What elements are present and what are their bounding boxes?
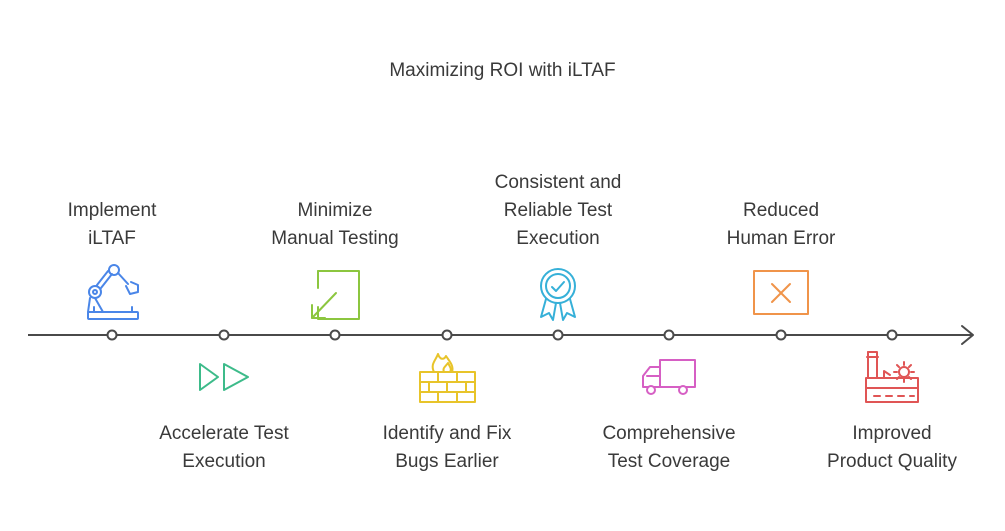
factory-icon bbox=[865, 351, 919, 403]
robotic-arm-icon bbox=[87, 264, 139, 320]
step-8-line-2: Product Quality bbox=[827, 451, 957, 472]
marker-3 bbox=[329, 329, 341, 341]
step-4-label: Identify and Fix Bugs Earlier bbox=[352, 420, 542, 476]
step-8-line-1: Improved bbox=[852, 423, 932, 444]
step-3-line-2: Manual Testing bbox=[271, 228, 399, 249]
marker-2 bbox=[218, 329, 230, 341]
step-4-line-1: Identify and Fix bbox=[382, 423, 512, 444]
step-1-line-2: iLTAF bbox=[88, 228, 136, 249]
step-3-label: Minimize Manual Testing bbox=[240, 197, 430, 253]
step-6-line-2: Test Coverage bbox=[607, 451, 731, 472]
step-5-line-2: Reliable Test bbox=[503, 200, 613, 221]
step-3-line-1: Minimize bbox=[297, 200, 373, 221]
minimize-arrow-icon bbox=[311, 270, 360, 320]
step-4-line-2: Bugs Earlier bbox=[395, 451, 499, 472]
marker-4 bbox=[441, 329, 453, 341]
marker-7 bbox=[775, 329, 787, 341]
fast-forward-icon bbox=[199, 363, 249, 391]
step-7-line-2: Human Error bbox=[726, 228, 836, 249]
step-2-label: Accelerate Test Execution bbox=[129, 420, 319, 476]
step-5-line-1: Consistent and bbox=[494, 172, 622, 193]
timeline-arrowhead bbox=[961, 325, 974, 345]
step-1-line-1: Implement bbox=[67, 200, 157, 221]
step-6-line-1: Comprehensive bbox=[602, 423, 736, 444]
verified-badge-icon bbox=[540, 268, 576, 321]
step-5-line-3: Execution bbox=[516, 228, 600, 249]
timeline-markers bbox=[106, 329, 898, 341]
delivery-truck-icon bbox=[642, 359, 696, 395]
marker-8 bbox=[886, 329, 898, 341]
marker-5 bbox=[552, 329, 564, 341]
step-5-label: Consistent and Reliable Test Execution bbox=[463, 169, 653, 253]
marker-6 bbox=[663, 329, 675, 341]
step-8-label: Improved Product Quality bbox=[797, 420, 987, 476]
step-7-line-1: Reduced bbox=[742, 200, 820, 221]
step-2-line-2: Execution bbox=[182, 451, 266, 472]
marker-1 bbox=[106, 329, 118, 341]
step-1-label: Implement iLTAF bbox=[17, 197, 207, 253]
error-x-icon bbox=[753, 270, 809, 315]
step-7-label: Reduced Human Error bbox=[686, 197, 876, 253]
step-2-line-1: Accelerate Test bbox=[159, 423, 289, 444]
step-6-label: Comprehensive Test Coverage bbox=[574, 420, 764, 476]
diagram-title: Maximizing ROI with iLTAF bbox=[389, 60, 616, 81]
firewall-icon bbox=[419, 353, 476, 403]
